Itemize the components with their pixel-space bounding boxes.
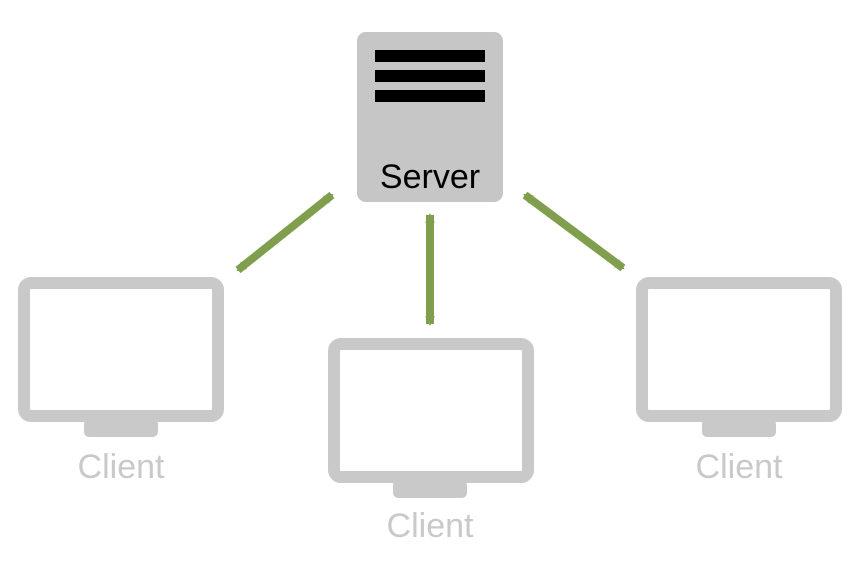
monitor-icon bbox=[18, 277, 224, 437]
server-node: Server bbox=[357, 32, 503, 202]
monitor-icon bbox=[328, 338, 534, 498]
client-node-right: Client bbox=[636, 277, 842, 486]
client-label: Client bbox=[78, 448, 165, 486]
arrow-left-client bbox=[235, 191, 335, 274]
client-node-center: Client bbox=[328, 338, 534, 545]
client-label: Client bbox=[387, 507, 474, 545]
server-bar-3 bbox=[375, 90, 485, 102]
client-label: Client bbox=[696, 448, 783, 486]
monitor-icon bbox=[636, 277, 842, 437]
connections bbox=[235, 191, 626, 326]
server-bar-1 bbox=[375, 50, 485, 62]
server-bar-2 bbox=[375, 70, 485, 82]
arrow-right-client bbox=[522, 191, 626, 272]
server-label: Server bbox=[380, 158, 480, 196]
client-node-left: Client bbox=[18, 277, 224, 486]
